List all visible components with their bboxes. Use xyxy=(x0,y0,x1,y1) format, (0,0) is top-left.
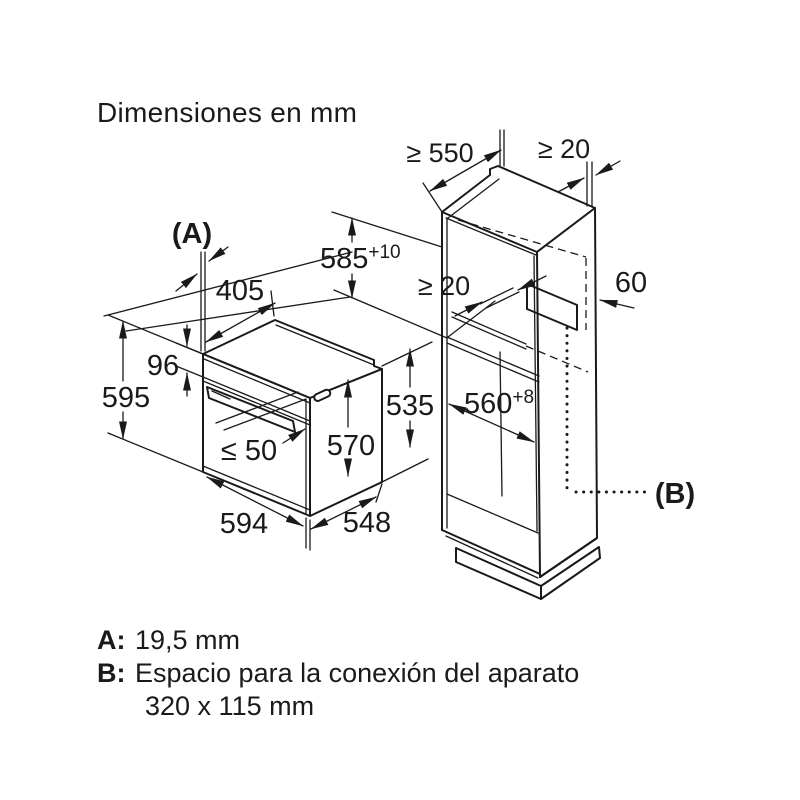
dim-handle-label: ≤ 50 xyxy=(221,435,277,467)
legend-key-b: B: xyxy=(97,658,126,688)
cabinet-dimensions xyxy=(348,129,635,443)
dim-548-label: 548 xyxy=(343,507,391,539)
page-title: Dimensiones en mm xyxy=(97,97,358,128)
legend-value-a: 19,5 mm xyxy=(135,625,241,655)
connection-area-hatch xyxy=(526,283,578,331)
dim-rear-gap-label: ≥ 20 xyxy=(538,134,590,164)
dim-niche-width-label: 560+8 xyxy=(464,387,534,420)
dim-96-label: 96 xyxy=(147,350,179,382)
dim-405-label: 405 xyxy=(216,275,264,307)
dim-60-label: 60 xyxy=(615,267,647,299)
side-grip-hole xyxy=(313,388,332,402)
oven-dimensions xyxy=(107,246,433,551)
dim-niche-height-label: 585+10 xyxy=(320,242,401,275)
dim-570-label: 570 xyxy=(327,430,375,462)
legend-row-a: A: 19,5 mm xyxy=(97,624,579,657)
label-b: (B) xyxy=(655,478,695,510)
legend-value-b: Espacio para la conexión del aparato xyxy=(135,658,580,688)
legend-key-a: A: xyxy=(97,625,126,655)
dim-594-label: 594 xyxy=(220,508,268,540)
label-a: (A) xyxy=(172,218,212,250)
legend: A: 19,5 mm B: Espacio para la conexión d… xyxy=(97,624,579,723)
cabinet-drawing xyxy=(441,165,648,600)
legend-row-b: B: Espacio para la conexión del aparato xyxy=(97,657,579,690)
niche-shelf xyxy=(446,336,540,383)
legend-value-b2: 320 x 115 mm xyxy=(145,691,315,721)
dim-550-label: ≥ 550 xyxy=(406,138,473,168)
dim-535-label: 535 xyxy=(386,390,434,422)
dim-595-label: 595 xyxy=(102,382,150,414)
dim-rear-clearance-label: ≥ 20 xyxy=(418,271,470,301)
projection-lines xyxy=(103,211,448,339)
